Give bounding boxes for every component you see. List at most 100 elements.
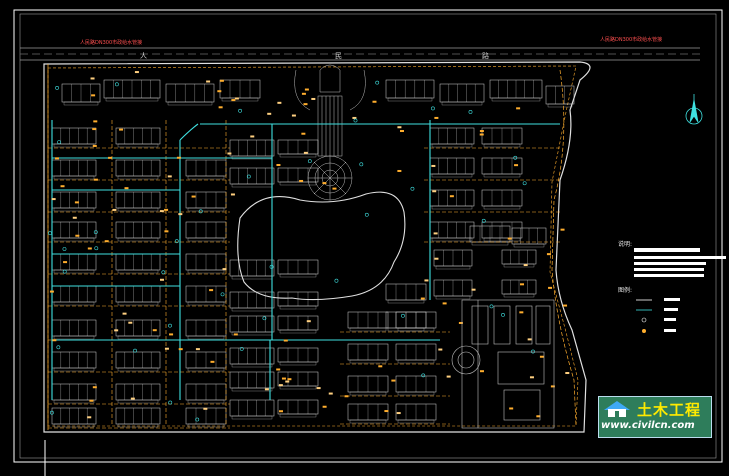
drainage-pipe-network — [47, 64, 577, 430]
pipe-node-label — [218, 106, 223, 109]
pipe-node-label — [424, 279, 429, 282]
valve-node — [522, 181, 527, 186]
pipe-node-label — [301, 132, 306, 135]
pipe-node-label — [128, 321, 133, 324]
pipe-node-label — [479, 370, 484, 373]
residential-building — [229, 399, 275, 420]
residential-building — [347, 403, 389, 424]
pipe-node-label — [519, 311, 524, 314]
residential-building — [395, 403, 437, 424]
pipe-node-label — [49, 290, 54, 293]
pipe-node-label — [299, 179, 304, 182]
pipe-node-label — [301, 92, 306, 95]
pipe-node-label — [303, 103, 308, 106]
residential-building — [61, 83, 101, 106]
residential-building — [277, 371, 319, 390]
watermark-url: www.civilcn.com — [601, 420, 695, 431]
residential-building — [429, 127, 475, 148]
pipe-node-label — [122, 312, 127, 315]
valve-node — [269, 264, 274, 269]
pipe-node-label — [176, 156, 181, 159]
valve-node — [364, 212, 369, 217]
residential-building — [185, 383, 227, 404]
pipe-node-label — [134, 71, 139, 74]
residential-building — [115, 159, 161, 180]
residential-building — [51, 221, 97, 242]
residential-building — [439, 83, 485, 106]
valve-node — [501, 312, 505, 317]
residential-building — [51, 127, 97, 148]
pipe-node-label — [442, 302, 447, 305]
pipe-node-label — [458, 321, 463, 324]
pipe-node-label — [391, 379, 396, 382]
valve-node — [133, 348, 137, 353]
residential-building — [395, 343, 437, 364]
valve-node — [531, 349, 535, 354]
valve-node — [161, 270, 166, 275]
pipe-node-label — [278, 410, 283, 413]
legend-panel: 说明: 图例: — [618, 240, 726, 333]
pipe-node-label — [565, 372, 570, 375]
pipe-node-label — [446, 375, 451, 378]
building-layer — [51, 79, 575, 428]
valve-node — [431, 106, 435, 111]
pipe-node-label — [234, 97, 239, 100]
road-label-3: 路 — [482, 51, 489, 60]
valve-node — [220, 292, 225, 297]
pipe-node-label — [527, 338, 532, 341]
pipe-node-label — [130, 397, 135, 400]
residential-building — [433, 249, 473, 270]
pipe-node-label — [164, 230, 169, 233]
pipe-node-label — [344, 395, 349, 398]
pipe-node-label — [124, 187, 129, 190]
residential-building — [347, 375, 389, 396]
central-plaza — [294, 64, 366, 201]
valve-node — [62, 269, 67, 274]
pipe-node-label — [264, 388, 269, 391]
valve-node — [238, 108, 242, 113]
valve-node — [57, 140, 61, 145]
residential-building — [115, 351, 161, 372]
pipe-node-label — [114, 329, 119, 332]
pipe-node-label — [449, 195, 454, 198]
residential-building — [51, 319, 97, 340]
pipe-node-label — [536, 415, 541, 418]
valve-node — [401, 313, 405, 318]
valve-node — [55, 86, 59, 90]
pipe-node-label — [90, 77, 95, 80]
residential-building — [51, 191, 97, 212]
pipe-node-label — [514, 164, 519, 167]
residential-building — [277, 291, 319, 310]
valve-node — [513, 155, 518, 160]
pipe-node-label — [291, 114, 296, 117]
pipe-node-label — [283, 339, 288, 342]
residential-building — [51, 407, 97, 428]
residential-building — [115, 253, 161, 274]
pipe-node-label — [276, 368, 281, 371]
valve-node — [246, 174, 251, 179]
pipe-node-label — [276, 164, 281, 167]
pipe-node-label — [384, 410, 389, 413]
pipe-node-label — [434, 257, 439, 260]
residential-building — [385, 311, 427, 332]
residential-building — [115, 127, 161, 148]
valve-node — [62, 247, 67, 251]
pipe-node-label — [206, 80, 211, 83]
valve-node — [56, 345, 61, 350]
residential-building — [229, 371, 275, 392]
north-arrow-icon — [685, 94, 703, 125]
residential-building — [347, 343, 389, 364]
residential-building — [103, 79, 161, 102]
pipe-node-label — [160, 278, 165, 281]
pipe-node-label — [372, 100, 377, 103]
residential-building — [385, 283, 427, 304]
pipe-node-label — [231, 99, 236, 102]
residential-building — [433, 279, 473, 300]
valve-node — [410, 186, 415, 191]
water-main-segment — [179, 123, 199, 141]
pipe-node-label — [75, 234, 80, 237]
pipe-node-label — [92, 144, 97, 147]
pipe-node-label — [311, 97, 316, 100]
pipe-nodes — [48, 71, 570, 422]
